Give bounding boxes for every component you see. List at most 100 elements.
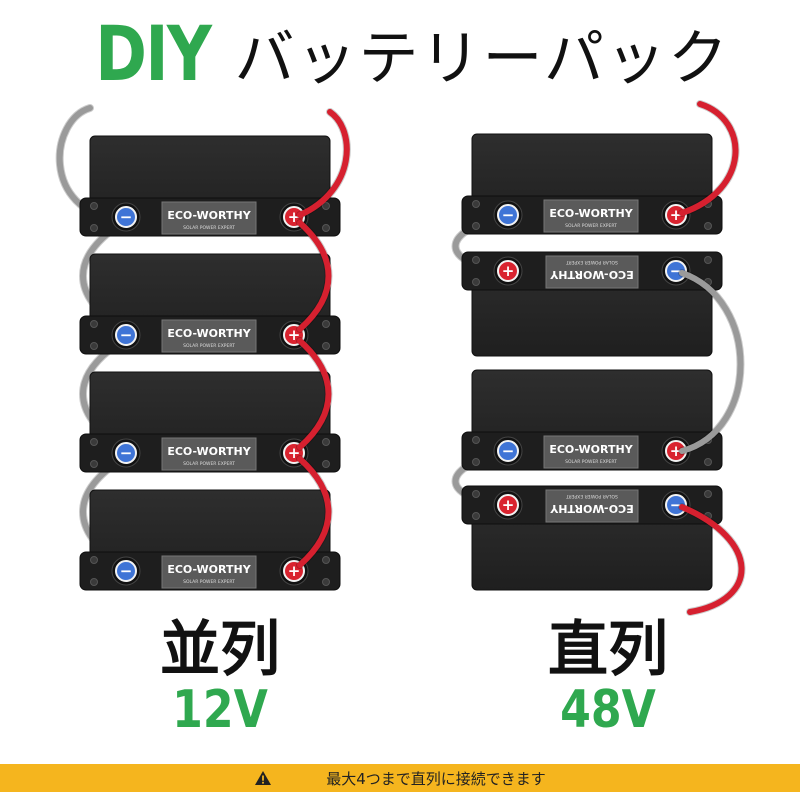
screw: [90, 342, 98, 350]
brand-label: ECO-WORTHY: [167, 563, 251, 576]
screw: [322, 578, 330, 586]
brand-label-plate: [543, 435, 639, 469]
brand-label-plate: [161, 555, 257, 589]
negative-terminal: [115, 442, 137, 464]
screw: [90, 202, 98, 210]
battery: ECO-WORTHY SOLAR POWER EXPERT − +: [79, 489, 341, 591]
minus-sign: −: [502, 442, 515, 460]
screw: [90, 460, 98, 468]
positive-terminal: [497, 260, 519, 282]
screw: [322, 202, 330, 210]
screw: [90, 556, 98, 564]
brand-subtitle: SOLAR POWER EXPERT: [183, 225, 235, 231]
negative-terminal: [665, 494, 687, 516]
title-main: バッテリーパック: [234, 23, 730, 94]
positive-terminal: [497, 494, 519, 516]
series-link-middle: [679, 270, 744, 454]
plus-sign: +: [288, 208, 301, 226]
series-positive-lead-wire: [679, 101, 739, 216]
warning-triangle-icon: [255, 771, 272, 785]
screw: [472, 490, 480, 498]
battery: ECO-WORTHY SOLAR POWER EXPERT − +: [79, 135, 341, 237]
brand-subtitle: SOLAR POWER EXPERT: [183, 461, 235, 467]
parallel-positive-link: [297, 338, 332, 450]
negative-terminal: [497, 440, 519, 462]
brand-subtitle: SOLAR POWER EXPERT: [566, 493, 618, 499]
brand-subtitle: SOLAR POWER EXPERT: [183, 579, 235, 585]
positive-lead-wire: [297, 109, 350, 218]
negative-terminal: [115, 560, 137, 582]
screw: [90, 438, 98, 446]
series-output-lead-wire: [679, 504, 745, 615]
notice-bar: 最大4つまで直列に接続できます: [0, 764, 800, 792]
brand-label-plate: [545, 489, 639, 523]
title-accent: DIY: [95, 8, 212, 98]
brand-label: ECO-WORTHY: [549, 502, 633, 515]
screw: [322, 224, 330, 232]
series-voltage: 48V: [560, 680, 656, 740]
brand-label: ECO-WORTHY: [167, 445, 251, 458]
screw: [90, 224, 98, 232]
battery: ECO-WORTHY SOLAR POWER EXPERT − +: [79, 371, 341, 473]
screw: [90, 320, 98, 328]
negative-terminal: [497, 204, 519, 226]
brand-label-rotated: ECO-WORTHY SOLAR POWER EXPERT: [549, 259, 633, 281]
brand-subtitle: SOLAR POWER EXPERT: [565, 223, 617, 229]
plus-sign: +: [502, 496, 515, 514]
battery: ECO-WORTHY SOLAR POWER EXPERT − +: [79, 253, 341, 355]
brand-subtitle: SOLAR POWER EXPERT: [183, 343, 235, 349]
plus-sign: +: [288, 444, 301, 462]
plus-sign: +: [288, 562, 301, 580]
series-label: 直列: [548, 615, 668, 685]
brand-label-plate: [545, 255, 639, 289]
brand-label: ECO-WORTHY: [167, 209, 251, 222]
brand-label-plate: [161, 437, 257, 471]
wires-front-layer: [296, 100, 746, 616]
plus-sign: +: [288, 326, 301, 344]
screw: [322, 342, 330, 350]
screw: [90, 578, 98, 586]
brand-label: ECO-WORTHY: [549, 443, 633, 456]
minus-sign: −: [120, 562, 133, 580]
plus-sign: +: [502, 262, 515, 280]
screw: [704, 256, 712, 264]
screw: [472, 278, 480, 286]
brand-label: ECO-WORTHY: [549, 268, 633, 281]
screw: [704, 458, 712, 466]
negative-terminal: [115, 324, 137, 346]
brand-label-plate: [543, 199, 639, 233]
screw: [322, 460, 330, 468]
screw: [322, 320, 330, 328]
screw: [322, 556, 330, 564]
minus-sign: −: [120, 444, 133, 462]
notice-text: 最大4つまで直列に接続できます: [326, 769, 546, 788]
brand-label: ECO-WORTHY: [167, 327, 251, 340]
brand-label-rotated: ECO-WORTHY SOLAR POWER EXPERT: [549, 493, 633, 515]
parallel-label: 並列: [160, 615, 280, 685]
screw: [472, 200, 480, 208]
plus-sign: +: [670, 206, 683, 224]
negative-terminal: [115, 206, 137, 228]
minus-sign: −: [120, 326, 133, 344]
brand-label: ECO-WORTHY: [549, 207, 633, 220]
brand-subtitle: SOLAR POWER EXPERT: [566, 259, 618, 265]
page-title: DIY バッテリーパック: [0, 8, 800, 98]
minus-sign: −: [670, 262, 683, 280]
positive-terminal: [665, 204, 687, 226]
screw: [472, 512, 480, 520]
screw: [704, 490, 712, 498]
screw: [472, 222, 480, 230]
battery-flipped: ECO-WORTHY SOLAR POWER EXPERT + −: [461, 251, 723, 357]
parallel-positive-link: [297, 220, 332, 332]
screw: [472, 436, 480, 444]
brand-label-plate: [161, 319, 257, 353]
minus-sign: −: [120, 208, 133, 226]
negative-terminal: [665, 260, 687, 282]
screw: [472, 458, 480, 466]
brand-label-plate: [161, 201, 257, 235]
